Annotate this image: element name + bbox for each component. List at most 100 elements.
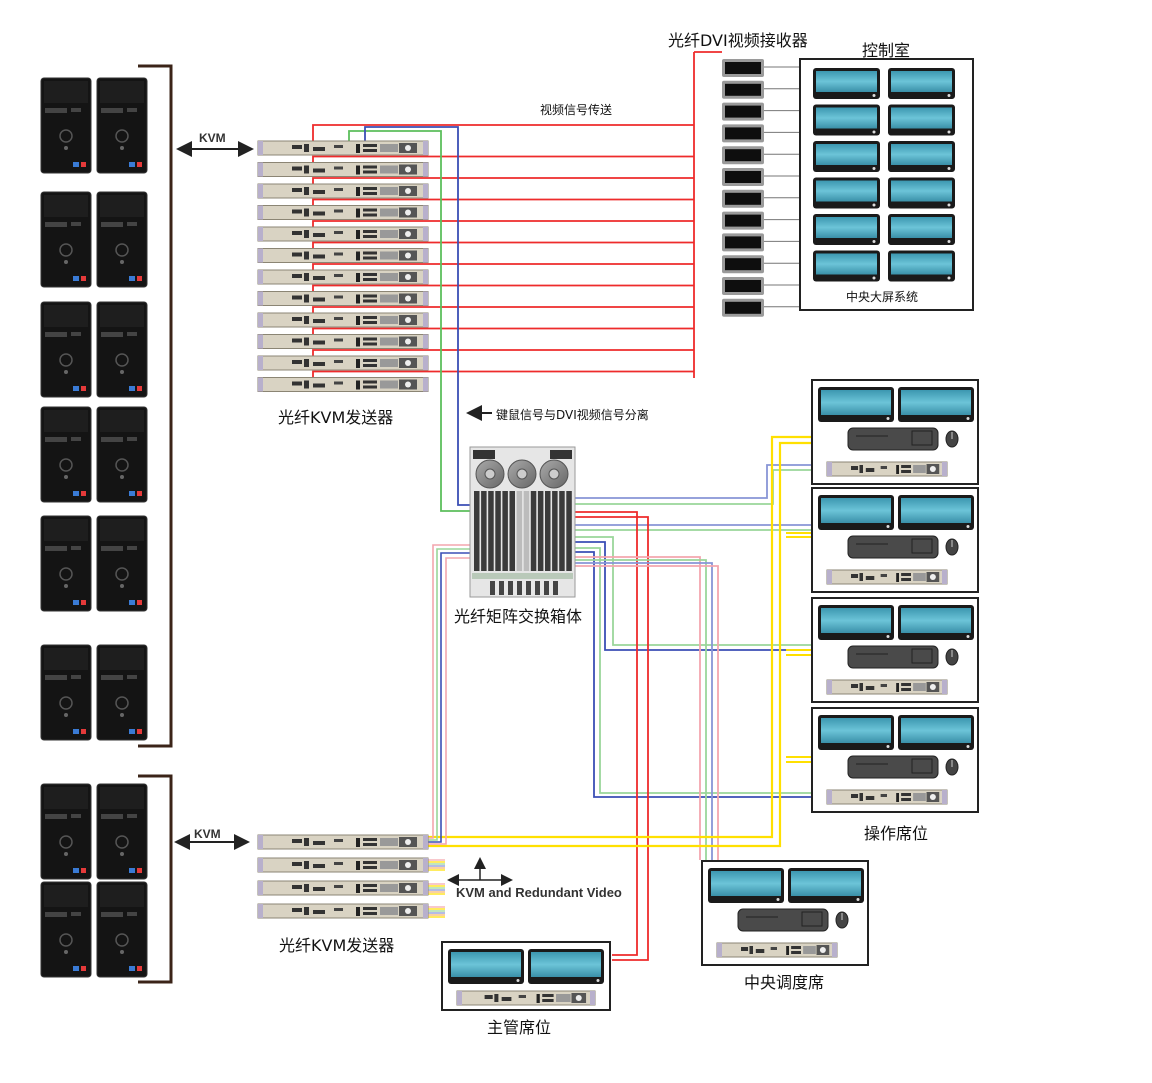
port [334,295,343,299]
port [334,381,343,385]
dvi-receiver-unit [722,80,764,99]
kvm-sender-unit [257,857,429,873]
port [865,468,875,472]
dvi-receiver-unit [722,59,764,77]
rack-ear [258,162,263,177]
kvm-top-label: KVM [199,131,226,145]
port [896,793,899,802]
pc-tower-icon [96,191,148,288]
port [363,278,377,281]
monitor-led [947,240,951,243]
monitor-icon [818,605,894,640]
port [356,838,360,847]
video-wire [312,327,694,335]
chassis-handle [550,450,572,459]
pc-drive-bay [44,787,88,809]
pc-tower-icon [40,406,92,503]
port [380,861,398,869]
port [292,317,302,321]
pc-tower-icon [96,783,148,880]
port [292,145,302,149]
pc-badge-blue [129,162,135,167]
port [313,841,325,845]
kvm-sender-unit [716,942,838,958]
pc-led [120,146,124,150]
port [363,165,377,169]
port [851,466,859,470]
psu-socket [575,995,582,1001]
psu-socket [405,166,411,173]
monitor-icon [898,715,974,750]
dvi-receiver-unit [722,255,764,274]
port [304,337,309,346]
pc-slot [101,332,123,337]
dvi-receiver-unit [722,277,764,295]
port [741,947,749,951]
receiver-body [725,214,761,227]
rack-ear [717,943,722,957]
port [292,862,302,866]
port [363,213,377,217]
line-card [559,491,565,571]
kvm-sender-unit [257,205,429,220]
pc-badge-red [137,868,142,873]
dvi-receiver-unit [722,146,764,165]
dvi-receiver-unit [722,189,764,208]
port [356,907,360,916]
pc-drive-bay [100,81,144,103]
monitor-screen [901,498,971,523]
pc-led [120,260,124,264]
psu-socket [405,231,411,237]
monitor-led [886,417,890,420]
psu-socket [405,360,411,366]
kvm-sender-unit [257,248,429,263]
pc-slot [45,108,67,113]
matrix-chassis [469,446,576,598]
port [518,995,526,998]
pc-slot [71,675,81,679]
port [786,946,789,955]
port [363,149,377,152]
video-wire [312,220,694,227]
port [356,359,360,368]
rack-ear [423,858,428,872]
port [356,861,360,870]
port [334,338,343,342]
rack-ear [942,680,947,694]
port [292,274,302,278]
monitor-icon [448,949,524,984]
port [380,294,398,303]
pc-slot [127,814,137,818]
monitor-icon [528,949,604,984]
port [292,360,302,364]
port [380,251,398,260]
port [363,385,377,389]
line-card [545,491,551,571]
line-card [481,491,487,571]
pc-power-button [59,696,73,710]
port [356,884,360,893]
monitor-led [966,745,970,748]
monitor-icon [818,715,894,750]
monitor-screen [816,144,877,165]
monitor-led [872,203,876,207]
port [334,252,343,256]
rack-ear [423,227,428,241]
line-card [495,491,501,571]
rack-ear [258,356,263,370]
video-wire [312,284,694,292]
port [851,574,859,578]
port [292,252,302,257]
port [901,578,911,581]
psu-slot [490,581,495,595]
receiver-body [725,280,761,292]
port [896,465,899,474]
monitor-led [947,276,951,280]
rack-ear [827,680,832,694]
port [334,166,343,170]
port [334,839,343,842]
port [363,866,377,869]
port [880,574,887,577]
port [304,838,309,846]
rack-ear [827,570,832,584]
